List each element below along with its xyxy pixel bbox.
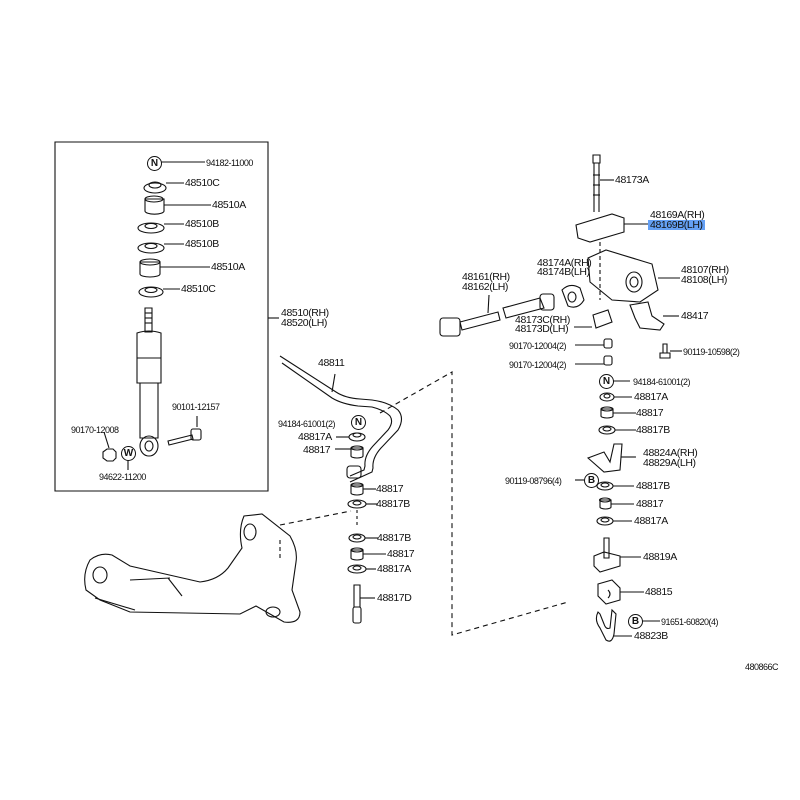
part-label[interactable]: 48817 [636, 498, 664, 510]
part-label[interactable]: 48817 [376, 483, 404, 495]
part-label-lh[interactable]: 48174B(LH) [537, 266, 590, 278]
part-label[interactable]: 48510C [181, 283, 216, 295]
shock-assembly-label[interactable]: 48510(RH) 48520(LH) [281, 307, 329, 329]
part-label[interactable]: 90101-12157 [172, 402, 220, 412]
part-label[interactable]: 48817 [387, 548, 415, 560]
stabilizer-bar [280, 356, 402, 482]
bushing-label[interactable]: 48174A(RH) 48174B(LH) [537, 257, 592, 278]
part-label[interactable]: 91651-60820(4) [661, 617, 719, 627]
part-label[interactable]: 48817B [636, 480, 670, 492]
dashed-connector [280, 511, 351, 525]
part-label[interactable]: 48817B [636, 424, 670, 436]
w-washer-symbol-icon: W [121, 446, 136, 461]
part-label[interactable]: 90170-12004(2) [509, 360, 567, 370]
part-label[interactable]: 94622-11200 [99, 472, 146, 482]
part-label-lh[interactable]: 48108(LH) [681, 274, 728, 286]
part-label[interactable]: 48817B [376, 498, 410, 510]
figure-id: 480866C [745, 662, 779, 672]
retainer-label[interactable]: 48173C(RH) 48173D(LH) [515, 314, 570, 335]
part-label-rh[interactable]: 48107(RH) [681, 264, 729, 276]
part-label-rh[interactable]: 48510(RH) [281, 307, 329, 319]
nut-part [103, 449, 116, 461]
part-label[interactable]: 48510A [211, 261, 245, 273]
bushing-part [145, 199, 164, 214]
part-label-rh[interactable]: 48161(RH) [462, 271, 510, 283]
shaft-label[interactable]: 48161(RH) 48162(LH) [462, 271, 510, 293]
bracket-label[interactable]: 48107(RH) 48108(LH) [681, 264, 729, 286]
part-label[interactable]: 48510C [185, 177, 220, 189]
part-label[interactable]: 48817A [634, 391, 668, 403]
part-label[interactable]: 48811 [318, 357, 345, 369]
lower-control-arm [85, 514, 300, 622]
part-label-lh[interactable]: 48829A(LH) [643, 457, 696, 469]
part-label[interactable]: 48817A [634, 515, 668, 527]
right-link-stack [575, 381, 660, 641]
part-label-rh[interactable]: 48169A(RH) [650, 209, 705, 221]
washer-part [144, 183, 166, 193]
part-label[interactable]: 94184-61001(2) [278, 419, 336, 429]
b-bolt-symbol-icon: B [584, 473, 599, 488]
part-label-rh[interactable]: 48824A(RH) [643, 447, 698, 459]
part-label[interactable]: 48173A [615, 174, 649, 186]
part-label[interactable]: 48510A [212, 199, 246, 211]
part-label[interactable]: 48817 [636, 407, 664, 419]
n-nut-symbol-icon: N [351, 415, 366, 430]
part-label[interactable]: 94182-11000 [206, 158, 253, 168]
shock-absorber [103, 308, 201, 470]
n-nut-symbol-icon: N [599, 374, 614, 389]
part-label-rh[interactable]: 48173C(RH) [515, 314, 570, 326]
part-label-lh[interactable]: 48173D(LH) [515, 323, 569, 335]
part-label[interactable]: 90119-10598(2) [683, 347, 740, 357]
part-label-lh[interactable]: 48520(LH) [281, 317, 328, 329]
highlighted-part-label[interactable]: 48169B(LH) [648, 219, 705, 231]
right-bracket-group [440, 155, 682, 365]
part-label[interactable]: 90170-12008 [71, 425, 119, 435]
part-label[interactable]: 48819A [643, 551, 677, 563]
part-label[interactable]: 48417 [681, 310, 709, 322]
b-bolt-symbol-icon: B [628, 614, 643, 629]
bracket2-label[interactable]: 48824A(RH) 48829A(LH) [643, 447, 698, 469]
part-label-rh[interactable]: 48174A(RH) [537, 257, 592, 269]
part-label[interactable]: 90170-12004(2) [509, 341, 567, 351]
bushing-part [140, 262, 160, 277]
part-label[interactable]: 48510B [185, 218, 219, 230]
cap-label[interactable]: 48169A(RH) 48169B(LH) [648, 209, 705, 231]
shock-top-parts [138, 162, 211, 297]
part-label[interactable]: 90119-08796(4) [505, 476, 562, 486]
shock-assembly-box [55, 142, 268, 491]
part-label[interactable]: 48823B [634, 630, 668, 642]
dashed-connector [380, 372, 568, 635]
part-label[interactable]: 48817D [377, 592, 412, 604]
part-label[interactable]: 48817B [377, 532, 411, 544]
part-label[interactable]: 48817A [377, 563, 411, 575]
part-label[interactable]: 48817 [303, 444, 331, 456]
part-label[interactable]: 48510B [185, 238, 219, 250]
part-label[interactable]: 48815 [645, 586, 673, 598]
part-label[interactable]: 94184-61001(2) [633, 377, 691, 387]
part-label[interactable]: 48817A [298, 431, 332, 443]
part-label-lh[interactable]: 48162(LH) [462, 281, 509, 293]
stabilizer-link-stack [335, 433, 386, 623]
n-nut-symbol-icon: N [147, 156, 162, 171]
